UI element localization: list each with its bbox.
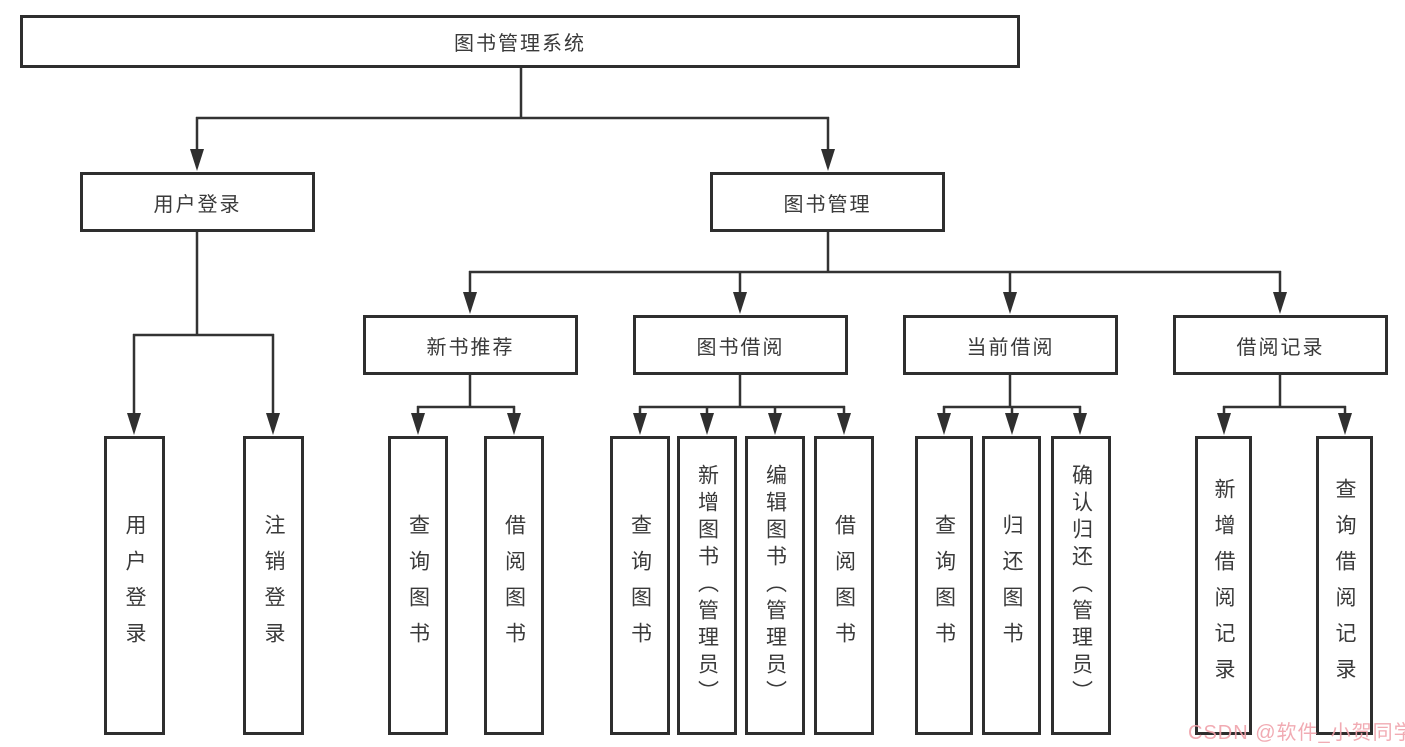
node-library-management-system: 图书管理系统 <box>20 15 1020 68</box>
node-label: 当前借阅 <box>966 336 1055 359</box>
node-book-management: 图书管理 <box>710 172 945 232</box>
node-label: 图书管理 <box>783 193 872 216</box>
node-book-borrowing: 图书借阅 <box>633 315 848 375</box>
node-user-login: 用户登录 <box>80 172 315 232</box>
node-label: 新增借阅记录 <box>1212 477 1235 694</box>
node-label: 借阅图书 <box>502 513 526 658</box>
leaf-confirm-return-admin: 确认归还（管理员） <box>1051 436 1111 735</box>
node-label: 查询图书 <box>628 513 652 658</box>
leaf-return-books: 归还图书 <box>982 436 1041 735</box>
leaf-logout: 注销登录 <box>243 436 304 735</box>
node-label: 编辑图书（管理员） <box>763 464 787 707</box>
node-label: 用户登录 <box>153 193 242 216</box>
leaf-user-login: 用户登录 <box>104 436 165 735</box>
leaf-query-books-recommend: 查询图书 <box>388 436 448 735</box>
leaf-borrow-books-recommend: 借阅图书 <box>484 436 544 735</box>
leaf-edit-book-admin: 编辑图书（管理员） <box>745 436 805 735</box>
node-label: 图书借阅 <box>696 336 785 359</box>
leaf-add-book-admin: 新增图书（管理员） <box>677 436 737 735</box>
leaf-borrow-books-borrowing: 借阅图书 <box>814 436 874 735</box>
node-current-borrowing: 当前借阅 <box>903 315 1118 375</box>
node-label: 归还图书 <box>1000 513 1023 658</box>
node-label: 借阅图书 <box>832 513 856 658</box>
node-label: 借阅记录 <box>1236 336 1325 359</box>
node-label: 确认归还（管理员） <box>1069 464 1093 707</box>
node-label: 查询图书 <box>932 513 956 658</box>
leaf-query-borrow-record: 查询借阅记录 <box>1316 436 1373 735</box>
node-borrow-records: 借阅记录 <box>1173 315 1388 375</box>
leaf-add-borrow-record: 新增借阅记录 <box>1195 436 1252 735</box>
node-label: 查询借阅记录 <box>1333 477 1356 694</box>
watermark: CSDN @软件_小贺同学 <box>1188 722 1405 744</box>
node-label: 新书推荐 <box>426 336 515 359</box>
node-label: 新增图书（管理员） <box>695 464 719 707</box>
leaf-query-books-borrowing: 查询图书 <box>610 436 670 735</box>
node-label: 注销登录 <box>262 513 285 658</box>
node-label: 查询图书 <box>406 513 430 658</box>
leaf-query-books-current: 查询图书 <box>915 436 973 735</box>
node-new-book-recommend: 新书推荐 <box>363 315 578 375</box>
node-label: 图书管理系统 <box>454 33 586 55</box>
node-label: 用户登录 <box>123 513 146 658</box>
